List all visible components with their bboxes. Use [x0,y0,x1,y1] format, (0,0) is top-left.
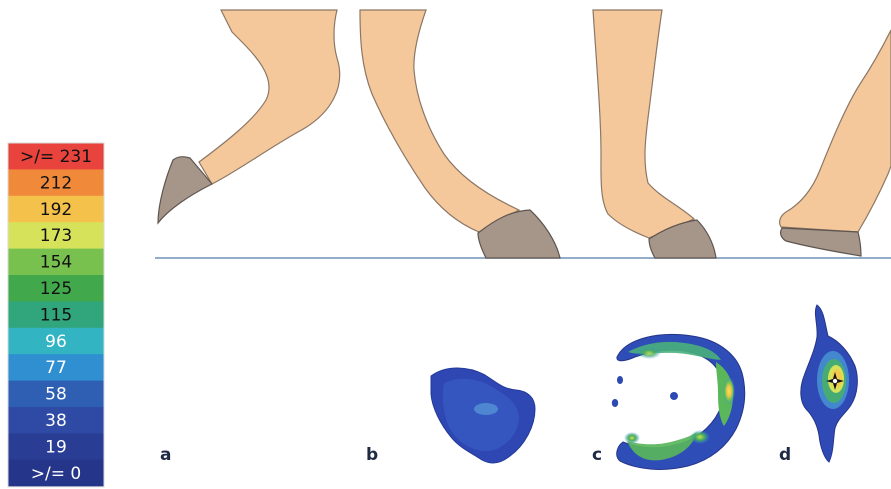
legend-entry: 192 [8,196,104,223]
legend-entry: 154 [8,249,104,276]
legend-label: 96 [45,332,67,352]
panel-label-c: c [592,445,602,465]
legend-label: 58 [45,385,67,405]
legend-label: 173 [40,226,72,246]
legend-entry: >/= 0 [8,460,104,487]
limb-a-illustration [158,10,340,223]
legend-label: 115 [40,305,72,325]
limb-c-illustration [593,10,716,258]
legend-entry: >/= 231 [8,143,104,170]
pressure-scale-legend: >/= 231 212 192 173 154 125 115 96 77 58 38 19 >/= 0 [8,143,104,487]
legend-entry: 19 [8,433,104,460]
panel-label-a: a [160,445,171,465]
limb-b-illustration [360,10,560,258]
panel-label-b: b [366,445,378,465]
legend-entry: 212 [8,169,104,196]
legend-label: 19 [45,437,67,457]
legend-label: 125 [40,279,72,299]
legend-label: 192 [40,200,72,220]
legend-label: 77 [45,358,67,378]
pressure-map-b [431,368,535,463]
pressure-map-d [801,305,858,462]
legend-entry: 125 [8,275,104,302]
legend-entry: 115 [8,301,104,328]
legend-label: 212 [40,173,72,193]
legend-entry: 58 [8,381,104,408]
legend-entry: 77 [8,354,104,381]
legend-label: 38 [45,411,67,431]
panel-label-d: d [779,445,791,465]
legend-label: >/= 231 [20,147,92,167]
legend-entry: 96 [8,328,104,355]
legend-entry: 173 [8,222,104,249]
legend-label: 154 [40,253,72,273]
limb-d-illustration [780,30,891,256]
pressure-map-c [612,334,745,469]
legend-entry: 38 [8,407,104,434]
legend-label: >/= 0 [31,464,81,484]
